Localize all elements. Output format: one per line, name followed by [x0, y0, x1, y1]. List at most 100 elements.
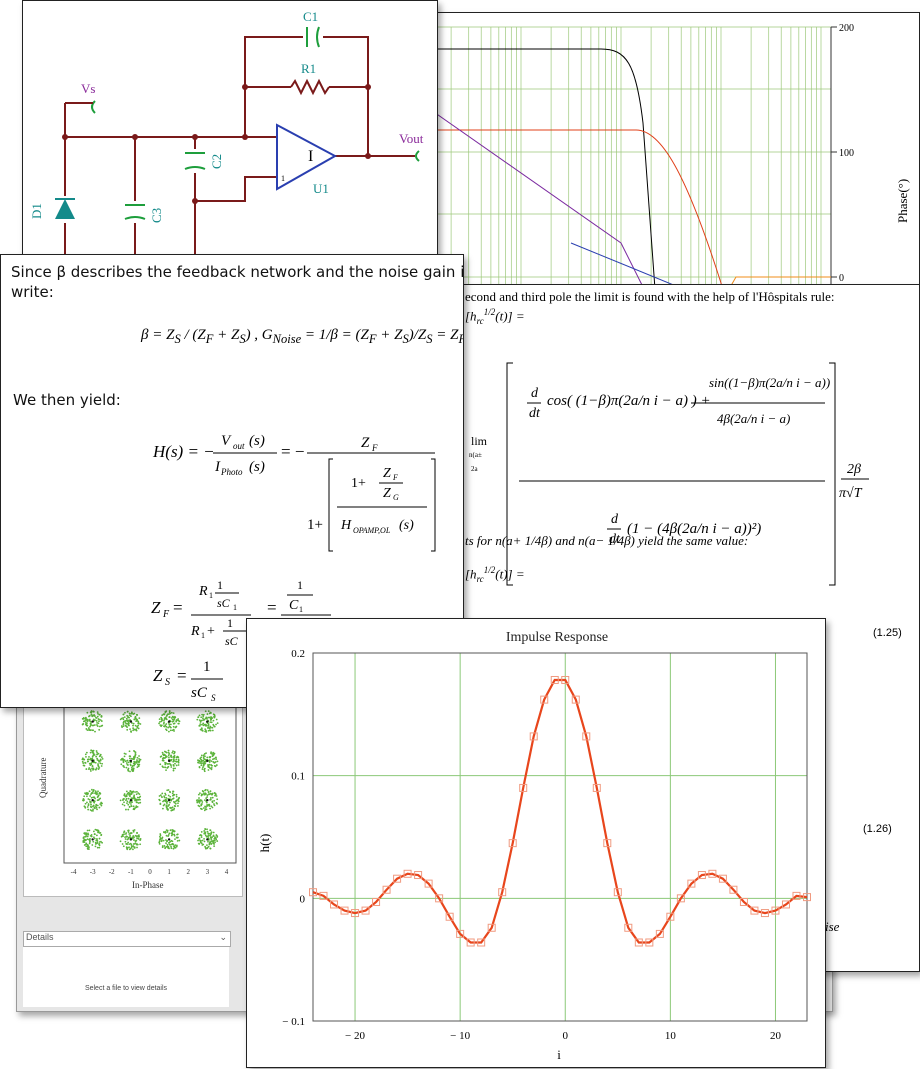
impulse-data-point	[676, 894, 685, 903]
impulse-data-point	[729, 885, 738, 894]
bode-plot-window: 200 100 0 Phase(°)	[420, 12, 920, 304]
bode-curve-red	[421, 129, 727, 303]
label-r1: R1	[301, 61, 316, 76]
svg-text:OPAMP,OL: OPAMP,OL	[353, 526, 391, 535]
label-c2: C2	[209, 154, 224, 169]
x-tick-label: 10	[665, 1030, 677, 1042]
svg-text:I: I	[214, 459, 221, 475]
svg-text:1: 1	[297, 578, 303, 592]
svg-text:2a: 2a	[471, 465, 479, 473]
svg-text:Z: Z	[153, 666, 163, 685]
x-tick-label: 0	[563, 1030, 569, 1042]
svg-text:(s): (s)	[249, 433, 265, 449]
label-opamp-sign: I	[308, 148, 313, 165]
svg-text:n(a±: n(a±	[469, 451, 482, 459]
label-c1: C1	[303, 9, 318, 24]
svg-text:+: +	[207, 624, 215, 639]
label-d1: D1	[29, 203, 44, 219]
impulse-data-point	[708, 869, 717, 878]
impulse-data-point	[309, 888, 317, 897]
svg-text:1: 1	[201, 631, 205, 640]
circuit-schematic-window: C1 R1 Vs Vout C2 U1 D1 C3 I 1	[22, 0, 438, 272]
svg-text:S: S	[165, 677, 170, 688]
impulse-data-point	[582, 732, 591, 741]
opamp-symbol	[276, 123, 338, 191]
impulse-data-point	[739, 898, 748, 907]
svg-text:1+: 1+	[351, 476, 366, 491]
details-dropdown[interactable]: Details ⌄	[23, 931, 231, 947]
phase-axis-label: Phase(°)	[895, 179, 910, 223]
constellation-x-tick: 2	[186, 868, 190, 876]
impulse-data-point	[508, 839, 517, 848]
svg-text:1: 1	[203, 659, 211, 675]
x-tick-label: − 20	[345, 1030, 365, 1042]
h-rc-expr-1: [hrc1/2(t)] =	[465, 307, 525, 326]
constellation-x-tick: -1	[128, 868, 134, 876]
label-opamp-pin: 1	[281, 174, 285, 183]
svg-text:sC: sC	[225, 634, 239, 648]
constellation-x-tick: 0	[148, 868, 152, 876]
impulse-data-point	[571, 695, 580, 704]
impulse-data-point	[550, 675, 559, 684]
impulse-data-point	[645, 938, 654, 947]
impulse-data-point	[613, 888, 622, 897]
svg-text:(s): (s)	[399, 518, 414, 533]
impulse-data-point	[414, 871, 423, 880]
label-vs: Vs	[81, 81, 95, 96]
eq-number-1-25: (1.25)	[873, 627, 902, 639]
select-file-hint: Select a file to view details	[84, 985, 168, 992]
quadrature-axis-label: Quadrature	[38, 758, 48, 798]
svg-text:lim: lim	[471, 434, 488, 448]
svg-text:F: F	[392, 473, 398, 482]
svg-text:1: 1	[217, 578, 223, 592]
svg-text:= −: = −	[281, 442, 304, 461]
constellation-x-tick: 1	[167, 868, 171, 876]
impulse-data-point	[372, 898, 381, 907]
x-axis-label: i	[557, 1047, 561, 1062]
doc-intro-line-2: write:	[11, 283, 54, 301]
svg-text:R: R	[190, 624, 200, 639]
impulse-data-point	[498, 888, 507, 897]
svg-text:Z: Z	[383, 466, 391, 481]
impulse-data-point	[561, 675, 570, 684]
svg-text:S: S	[211, 693, 216, 703]
pole-doc-line1: econd and third pole the limit is found …	[465, 289, 835, 304]
phase-tick-100: 100	[839, 148, 854, 159]
impulse-data-point	[781, 900, 790, 909]
svg-text:Photo: Photo	[220, 467, 243, 477]
impulse-data-point	[519, 783, 528, 792]
impulse-data-point	[655, 929, 664, 938]
impulse-data-point	[487, 923, 496, 932]
svg-text:=: =	[177, 666, 187, 685]
svg-text:π√T: π√T	[839, 486, 863, 501]
svg-text:H(s) = −: H(s) = −	[152, 442, 215, 461]
svg-text:V: V	[221, 433, 232, 449]
impulse-data-point	[382, 885, 391, 894]
svg-text:cos( (1−β)π(2a/n i − a) ) +: cos( (1−β)π(2a/n i − a) ) +	[547, 393, 711, 409]
impulse-data-point	[477, 938, 486, 947]
constellation-x-tick: 3	[206, 868, 210, 876]
details-panel: Select a file to view details	[23, 947, 229, 1007]
impulse-data-point	[435, 894, 444, 903]
label-c3: C3	[149, 208, 164, 223]
svg-text:sC: sC	[217, 596, 231, 610]
pole-doc-line2: ts for n(a+ 1/4β) and n(a− 1/4β) yield t…	[465, 533, 749, 548]
impulse-data-point	[771, 906, 780, 915]
svg-text:d: d	[611, 512, 619, 527]
svg-text:1: 1	[233, 603, 237, 612]
beta-equation: β = ZS / (ZF + ZS) , GNoise = 1/β = (ZF …	[141, 327, 463, 346]
svg-text:4β(2a/n i − a): 4β(2a/n i − a)	[717, 411, 790, 426]
x-tick-label: 20	[770, 1030, 782, 1042]
plot-frame	[312, 652, 808, 1022]
chart-title: Impulse Response	[506, 630, 608, 645]
svg-text:C: C	[289, 598, 299, 613]
phase-tick-0: 0	[839, 273, 844, 284]
svg-text:dt: dt	[609, 532, 621, 547]
y-axis-label: h(t)	[257, 834, 272, 853]
constellation-x-tick: -3	[90, 868, 96, 876]
phase-tick-200: 200	[839, 23, 854, 34]
svg-text:=: =	[173, 598, 183, 617]
label-vout: Vout	[399, 131, 424, 146]
